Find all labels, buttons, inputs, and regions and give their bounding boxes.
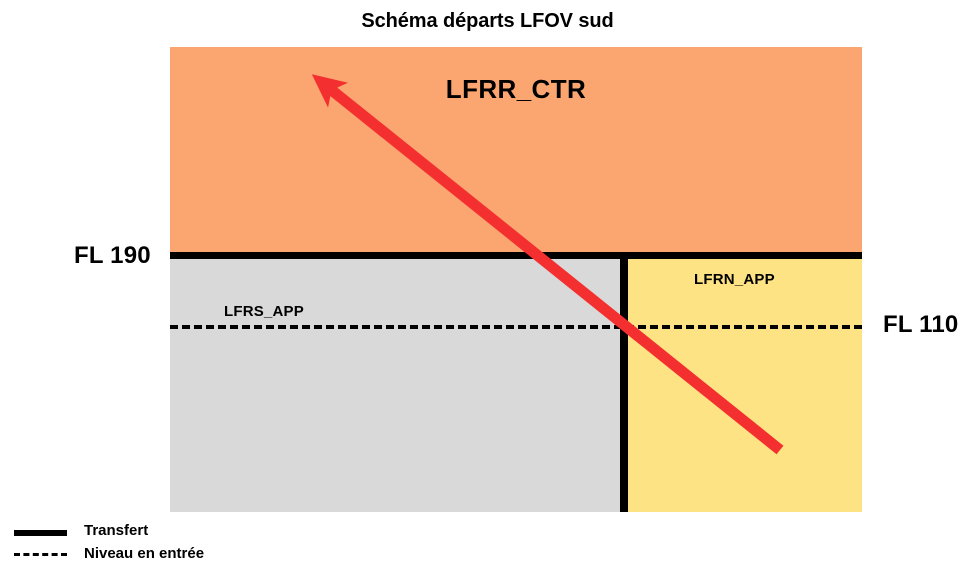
sector-label-lfrr-ctr: LFRR_CTR (445, 74, 587, 104)
transfer-line-fl190 (170, 252, 862, 259)
transfer-line-sector-divider (620, 256, 628, 512)
legend-label-niveau-en-entree: Niveau en entrée (84, 545, 205, 562)
entry-level-line-fl110 (170, 325, 862, 329)
sector-label-lfrs-app: LFRS_APP (224, 303, 304, 320)
sector-block-lfrn-app (628, 259, 862, 512)
legend-solid-line-icon (14, 530, 67, 536)
flight-level-label-fl190: FL 190 (74, 242, 151, 269)
sector-label-lfrn-app: LFRN_APP (694, 271, 775, 288)
legend-item-niveau-en-entree: Niveau en entrée (14, 545, 314, 568)
page-title: Schéma départs LFOV sud (361, 10, 614, 32)
sector-block-lfrs-app (170, 259, 620, 512)
legend-dashed-line-icon (14, 553, 67, 556)
legend-label-transfert: Transfert (84, 522, 149, 539)
legend-item-transfert: Transfert (14, 522, 314, 545)
legend: Transfert Niveau en entrée (14, 522, 314, 568)
flight-level-label-fl110: FL 110 (883, 311, 959, 338)
